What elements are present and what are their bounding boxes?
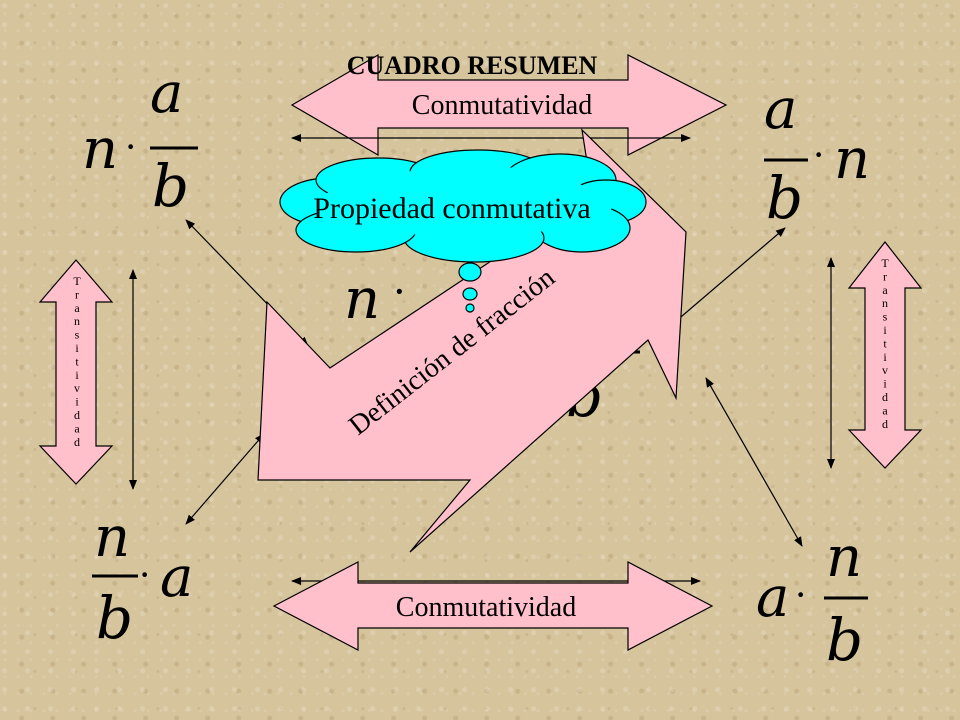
left-transitivity-arrow (38, 259, 114, 485)
top-right-whole: n (834, 127, 870, 192)
bottom-right-whole: a (756, 565, 789, 630)
center-whole: n (344, 267, 380, 332)
center-dot: · (392, 267, 407, 316)
bottom-left-dot: · (138, 552, 151, 597)
right-transitivity-arrow (847, 241, 923, 469)
expression-bottom-left: n b · a (92, 505, 193, 652)
bottom-right-dot: · (794, 572, 807, 617)
top-left-denominator: b (152, 152, 189, 220)
bottom-right-numerator: n (826, 525, 862, 590)
bottom-left-numerator: n (94, 505, 130, 570)
callout-bubble-3 (465, 303, 475, 313)
top-left-dot: · (124, 124, 137, 169)
top-left-whole: n (82, 117, 118, 182)
bottom-commutativity-arrow (272, 561, 714, 651)
bottom-commutativity-label: Conmutatividad (396, 592, 576, 623)
diagonal-line-top-right (667, 227, 786, 329)
diagonal-line-bottom-right (705, 377, 803, 547)
thought-cloud-callout: Propiedad conmutativa (279, 149, 647, 313)
bottom-left-whole: a (160, 545, 193, 610)
expression-top-right: a b · n (764, 77, 870, 232)
callout-bubble-1 (458, 262, 482, 282)
top-commutativity-label: Conmutatividad (412, 90, 592, 121)
top-right-numerator: a (764, 77, 797, 142)
callout-bubble-2 (462, 287, 478, 301)
bottom-right-denominator: b (826, 606, 863, 674)
diagonal-line-bottom-left (185, 433, 265, 525)
bottom-left-denominator: b (96, 584, 133, 652)
callout-label: Propiedad conmutativa (313, 192, 590, 225)
expression-top-left: n · a b (82, 61, 198, 220)
top-left-numerator: a (150, 61, 183, 126)
top-right-denominator: b (766, 164, 803, 232)
page-title: CUADRO RESUMEN (347, 51, 598, 80)
top-right-dot: · (812, 132, 825, 177)
expression-bottom-right: a · n b (756, 525, 868, 674)
